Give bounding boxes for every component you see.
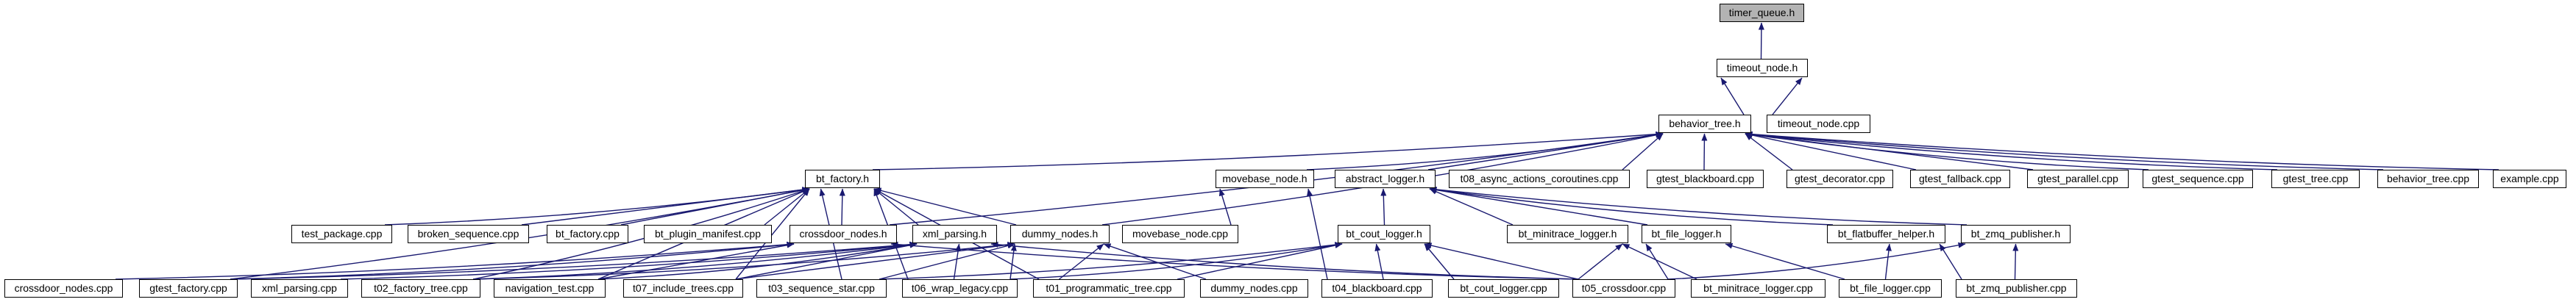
include-edge xyxy=(1218,188,1232,226)
include-edge xyxy=(990,241,1579,280)
include-edge xyxy=(1745,131,2384,170)
include-edge xyxy=(1380,188,1387,226)
graph-node[interactable]: crossdoor_nodes.h xyxy=(790,225,897,243)
graph-node[interactable]: bt_zmq_publisher.cpp xyxy=(1956,279,2077,298)
include-edge xyxy=(879,242,1343,280)
graph-node[interactable]: dummy_nodes.cpp xyxy=(1200,279,1308,298)
include-edge xyxy=(1622,243,1697,280)
include-edge xyxy=(1103,243,1207,280)
include-edge xyxy=(1010,242,1343,280)
include-edge xyxy=(1745,132,2149,170)
include-edge xyxy=(1720,77,1745,115)
graph-node[interactable]: gtest_decorator.cpp xyxy=(1786,170,1893,188)
graph-node[interactable]: test_package.cpp xyxy=(291,225,392,243)
graph-node[interactable]: t04_blackboard.cpp xyxy=(1321,279,1433,298)
graph-node[interactable]: behavior_tree.h xyxy=(1658,115,1751,133)
include-edge xyxy=(1758,22,1764,60)
include-edge xyxy=(1424,242,1579,280)
graph-node[interactable]: t07_include_trees.cpp xyxy=(623,279,743,298)
graph-node[interactable]: bt_file_logger.h xyxy=(1642,225,1731,243)
include-edge xyxy=(2012,243,2019,280)
include-edge xyxy=(1010,243,1017,280)
graph-node[interactable]: navigation_test.cpp xyxy=(494,279,606,298)
include-edge xyxy=(1307,188,1328,280)
graph-node[interactable]: xml_parsing.cpp xyxy=(251,279,348,298)
include-edge xyxy=(1939,243,1962,280)
include-edge xyxy=(597,242,795,280)
include-edge xyxy=(1306,132,1664,170)
include-edge xyxy=(1578,243,1623,280)
graph-node[interactable]: gtest_parallel.cpp xyxy=(2027,170,2129,188)
graph-node[interactable]: bt_zmq_publisher.h xyxy=(1961,225,2071,243)
graph-node[interactable]: t06_wrap_legacy.cpp xyxy=(902,279,1018,298)
include-edge xyxy=(879,242,1015,280)
include-edge xyxy=(1429,188,1514,226)
graph-node[interactable]: t05_crossdoor.cpp xyxy=(1572,279,1675,298)
graph-node[interactable]: bt_factory.cpp xyxy=(547,225,628,243)
graph-node[interactable]: movebase_node.cpp xyxy=(1122,225,1238,243)
include-edge xyxy=(472,241,1015,280)
graph-node[interactable]: abstract_logger.h xyxy=(1335,170,1436,188)
graph-node[interactable]: timeout_node.cpp xyxy=(1767,115,1870,133)
include-edge xyxy=(230,241,918,280)
graph-node[interactable]: behavior_tree.cpp xyxy=(2377,170,2479,188)
graph-node[interactable]: t02_factory_tree.cpp xyxy=(361,279,480,298)
include-edge xyxy=(521,187,810,226)
graph-node[interactable]: gtest_sequence.cpp xyxy=(2143,170,2253,188)
include-edge xyxy=(735,188,810,280)
include-edge xyxy=(1429,187,1648,226)
graph-node[interactable]: gtest_factory.cpp xyxy=(139,279,238,298)
graph-node[interactable]: dummy_nodes.h xyxy=(1010,225,1110,243)
graph-node[interactable]: bt_cout_logger.h xyxy=(1338,225,1430,243)
include-edge xyxy=(384,187,810,226)
include-edge xyxy=(1772,77,1803,115)
graph-node[interactable]: bt_cout_logger.cpp xyxy=(1448,279,1559,298)
graph-node[interactable]: bt_factory.h xyxy=(805,170,880,188)
include-edge xyxy=(1745,131,2499,170)
include-edge xyxy=(1745,132,2278,170)
include-edge xyxy=(1667,242,1966,280)
graph-node[interactable]: crossdoor_nodes.cpp xyxy=(4,279,123,298)
include-edge xyxy=(1645,243,1669,280)
graph-node[interactable]: t08_async_actions_coroutines.cpp xyxy=(1449,170,1630,188)
include-edge xyxy=(597,242,918,280)
include-edge xyxy=(1745,132,1917,170)
include-edge xyxy=(1374,243,1384,280)
include-edge xyxy=(115,241,795,280)
graph-node[interactable]: bt_minitrace_logger.cpp xyxy=(1691,279,1825,298)
include-edge xyxy=(1725,242,1845,280)
graph-node[interactable]: bt_flatbuffer_helper.h xyxy=(1827,225,1945,243)
include-edge xyxy=(873,187,1017,226)
graph-node[interactable]: gtest_fallback.cpp xyxy=(1910,170,2010,188)
graph-node[interactable]: t03_sequence_star.cpp xyxy=(756,279,887,298)
include-edge xyxy=(872,131,1664,170)
graph-node[interactable]: timeout_node.h xyxy=(1717,59,1808,77)
graph-node[interactable]: bt_minitrace_logger.h xyxy=(1507,225,1628,243)
graph-node[interactable]: bt_plugin_manifest.cpp xyxy=(644,225,772,243)
include-edge xyxy=(1177,242,1343,280)
graph-node[interactable]: gtest_blackboard.cpp xyxy=(1647,170,1764,188)
include-edge xyxy=(1884,243,1892,280)
include-edge xyxy=(1429,187,1834,226)
graph-node[interactable]: example.cpp xyxy=(2493,170,2566,188)
graph-node-root: timer_queue.h xyxy=(1720,4,1804,22)
include-edge xyxy=(1701,133,1708,170)
graph-node[interactable]: t01_programmatic_tree.cpp xyxy=(1033,279,1185,298)
include-edge xyxy=(735,242,1015,280)
include-edge xyxy=(340,241,918,280)
include-edge xyxy=(735,242,918,280)
graph-node[interactable]: gtest_tree.cpp xyxy=(2271,170,2360,188)
graph-node[interactable]: broken_sequence.cpp xyxy=(408,225,529,243)
graph-node[interactable]: movebase_node.h xyxy=(1216,170,1314,188)
graph-node[interactable]: xml_parsing.h xyxy=(912,225,997,243)
graph-node[interactable]: bt_file_logger.cpp xyxy=(1839,279,1942,298)
include-edge xyxy=(1429,187,1968,226)
